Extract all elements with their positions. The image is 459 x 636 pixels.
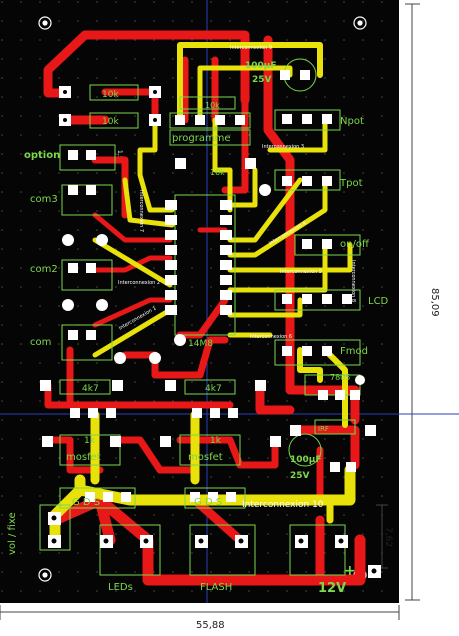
label-interconnexion-3: Interconnexion 3	[262, 144, 304, 150]
label-plus: +	[344, 563, 356, 579]
label-lcd: LCD	[368, 296, 389, 307]
label-1k-a: 1k	[84, 436, 96, 446]
dimension-lines	[0, 3, 420, 620]
label-ic-small: IRF	[318, 425, 329, 433]
label-interconnexion-8: Interconnexion 8	[350, 260, 356, 302]
label-interconnexion-bottom: Interconnexion 10	[242, 500, 324, 510]
label-mosfet-a: mosfet	[66, 452, 101, 463]
label-4k7-a: 4k7	[82, 384, 99, 394]
label-1k-b: 1k	[210, 436, 222, 446]
label-interconnexion-5: Interconnexion 5	[280, 269, 322, 275]
label-gds-a: G D S	[72, 497, 100, 508]
label-10k-b: 10k	[102, 117, 119, 127]
label-10k-a: 10k	[102, 90, 119, 100]
label-programme: programme	[172, 133, 231, 144]
dim-height: 85,09	[429, 288, 440, 317]
label-cap-top-v: 25V	[252, 75, 272, 85]
label-vol-fixe: vol / fixe	[7, 512, 18, 555]
label-com1: com	[30, 337, 51, 348]
label-10k-c: 10k	[205, 101, 220, 110]
label-12v: 12V	[318, 581, 346, 596]
label-interconnexion-2: Interconnexion 2	[118, 280, 160, 286]
label-chip: 14M8	[188, 339, 213, 349]
label-tpot: Tpot	[339, 178, 363, 189]
label-mosfet-b: mosfet	[188, 452, 223, 463]
label-cap-bot-v: 25V	[290, 471, 310, 481]
label-com3: com3	[30, 194, 58, 205]
label-gds-b: G D S	[194, 497, 222, 508]
label-interconnexion-top: Interconnexion 9	[230, 45, 272, 51]
label-interconnexion-6: Interconnexion 6	[250, 334, 292, 340]
pads	[40, 70, 381, 578]
label-cap-top: 100µF	[245, 61, 277, 71]
label-npot: Npot	[340, 116, 364, 127]
label-4k7-b: 4k7	[205, 384, 222, 394]
dim-tiny: 1,5	[116, 150, 123, 160]
label-flash: FLASH	[200, 582, 232, 593]
dim-width: 55,88	[196, 620, 225, 631]
label-leds: LEDs	[108, 582, 133, 593]
label-cap-bot: 100µF	[290, 455, 322, 465]
label-interconnexion-7: Interconnexion 7	[138, 190, 144, 232]
label-7805: 7805	[330, 373, 350, 382]
label-option: option	[24, 150, 60, 161]
dim-small: 7,62	[383, 527, 393, 547]
label-onoff: on/off	[340, 239, 370, 250]
label-fmod: Fmod	[340, 346, 368, 357]
label-com2: com2	[30, 264, 58, 275]
label-10k-d: 10k	[210, 168, 225, 177]
